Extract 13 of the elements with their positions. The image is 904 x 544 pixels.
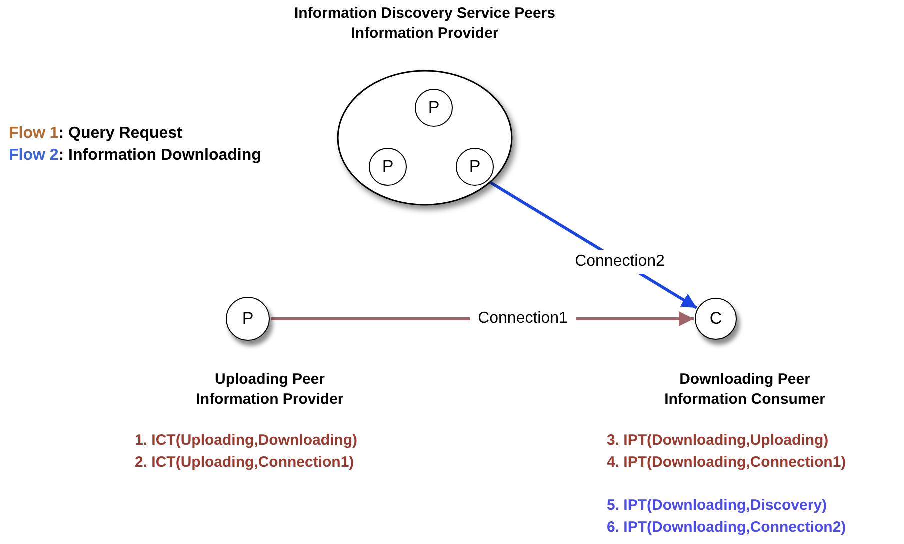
- node-caption: Uploading Peer: [214, 370, 326, 390]
- process-step: 6. IPT(Downloading,Connection2): [607, 518, 846, 538]
- legend-entry: Flow 1: Query Request: [9, 124, 182, 144]
- node-caption: Downloading Peer: [680, 370, 810, 390]
- process-step: 2. ICT(Uploading,Connection1): [135, 453, 354, 473]
- legend-entry: Flow 2: Information Downloading: [9, 146, 262, 166]
- process-step: 3. IPT(Downloading,Uploading): [607, 431, 829, 451]
- node-caption: Information Consumer: [664, 390, 826, 410]
- node-heading: Information Discovery Service Peers Information Provider: [294, 4, 556, 44]
- process-step: 4. IPT(Downloading,Connection1): [607, 453, 846, 473]
- node-caption: Information Provider: [196, 390, 344, 410]
- process-step: 1. ICT(Uploading,Downloading): [135, 431, 358, 451]
- process-step: 5. IPT(Downloading,Discovery): [607, 496, 828, 516]
